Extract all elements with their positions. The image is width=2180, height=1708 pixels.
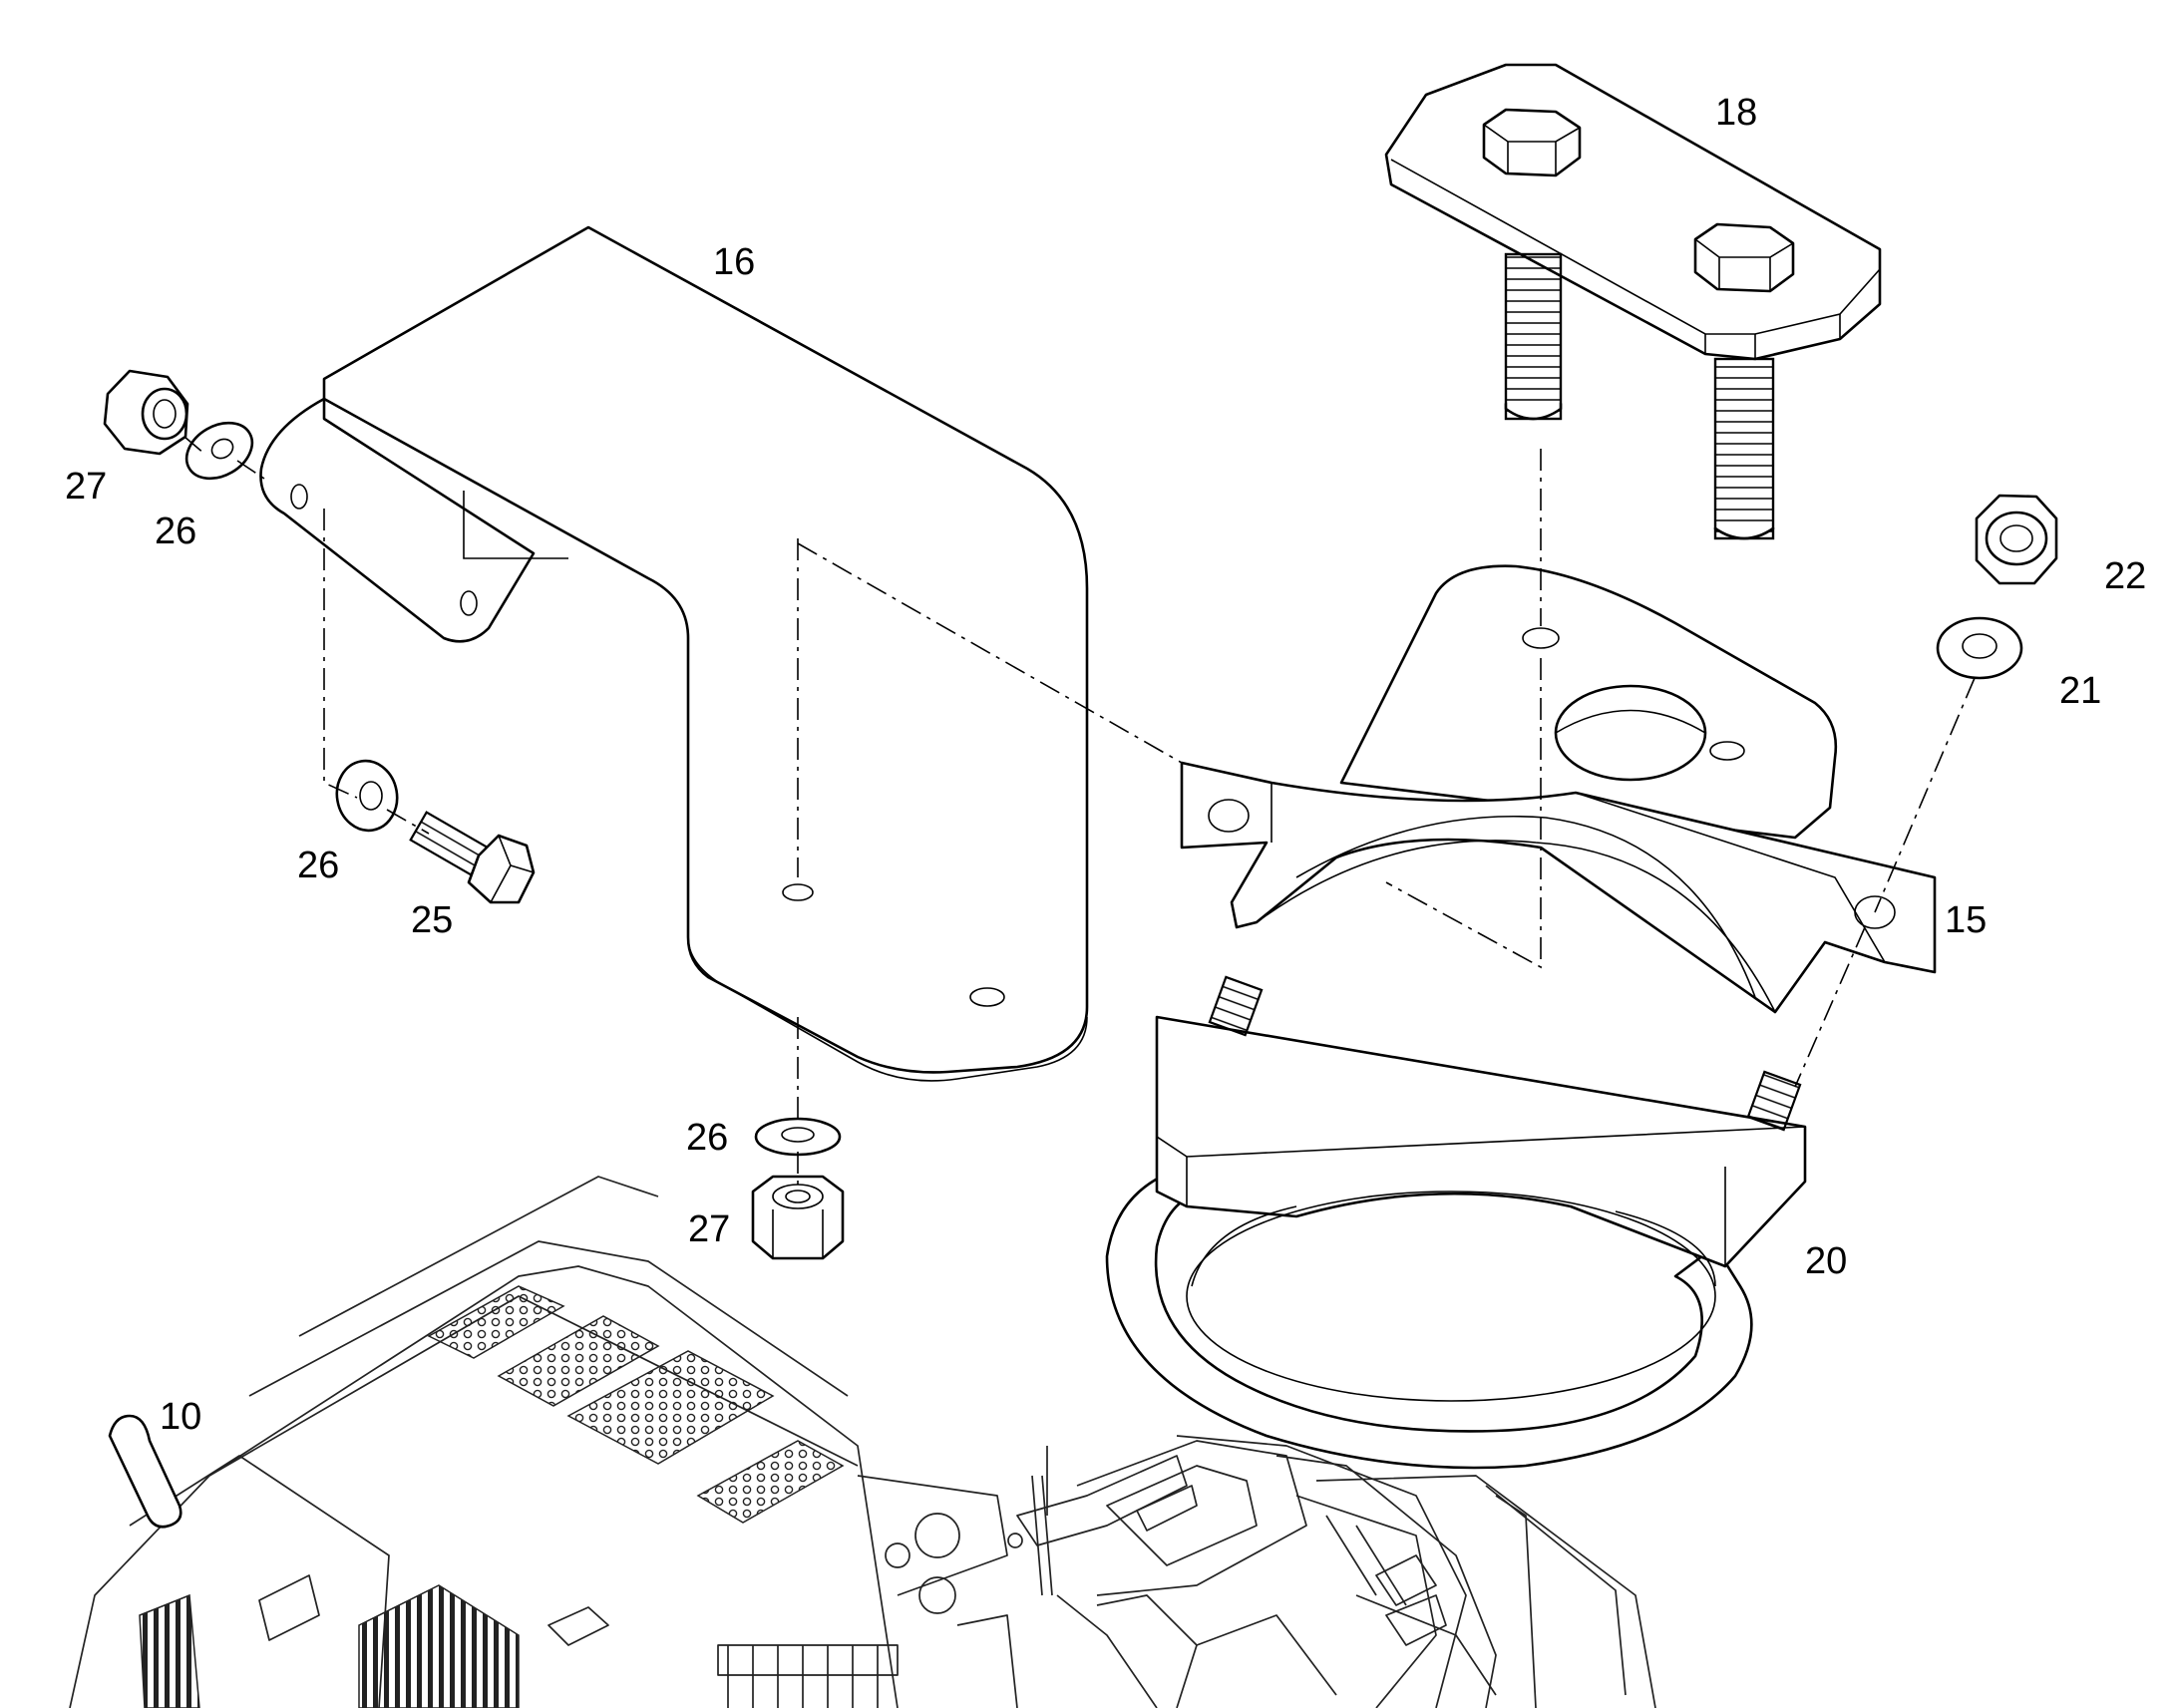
part-26-washer-top <box>184 421 254 481</box>
part-10-hose <box>108 1414 182 1529</box>
part-27-nut-top <box>103 369 189 456</box>
part-18-bolt-shank-right <box>1713 357 1775 540</box>
part-18-bolt-head-left <box>1482 108 1582 177</box>
callout-18: 18 <box>1715 92 1757 134</box>
callout-25: 25 <box>411 899 453 941</box>
assembly-leader-lines <box>183 436 1976 1187</box>
part-20-stud-right <box>1746 1070 1802 1132</box>
callout-10: 10 <box>160 1396 201 1438</box>
callout-15: 15 <box>1945 899 1987 941</box>
part-25-bolt <box>409 811 536 904</box>
part-21-washer <box>1936 616 2023 680</box>
part-26-washer-middle <box>335 759 399 833</box>
callout-26-middle: 26 <box>297 845 339 886</box>
part-18-bolt-shank-left <box>1504 252 1563 421</box>
part-16-bracket <box>259 225 1089 1082</box>
part-20-ubolt-clamp <box>1105 975 1807 1470</box>
callout-27-top: 27 <box>65 466 107 508</box>
part-15-saddle-clamp <box>1180 564 1937 1014</box>
callout-21: 21 <box>2059 670 2101 712</box>
part-20-stud-left <box>1208 975 1264 1037</box>
callout-20: 20 <box>1805 1240 1847 1282</box>
callout-26-bottom: 26 <box>686 1117 728 1159</box>
part-27-nut-bottom <box>751 1175 845 1260</box>
callout-26-top: 26 <box>155 511 196 552</box>
part-22-nut <box>1975 494 2058 585</box>
callout-27-bottom: 27 <box>688 1208 730 1250</box>
machine-engine-compartment <box>69 1176 1656 1708</box>
callout-22: 22 <box>2104 555 2146 597</box>
callout-16: 16 <box>713 241 755 283</box>
part-26-washer-bottom <box>754 1117 842 1157</box>
part-18-bolt-plate <box>1384 63 1882 540</box>
